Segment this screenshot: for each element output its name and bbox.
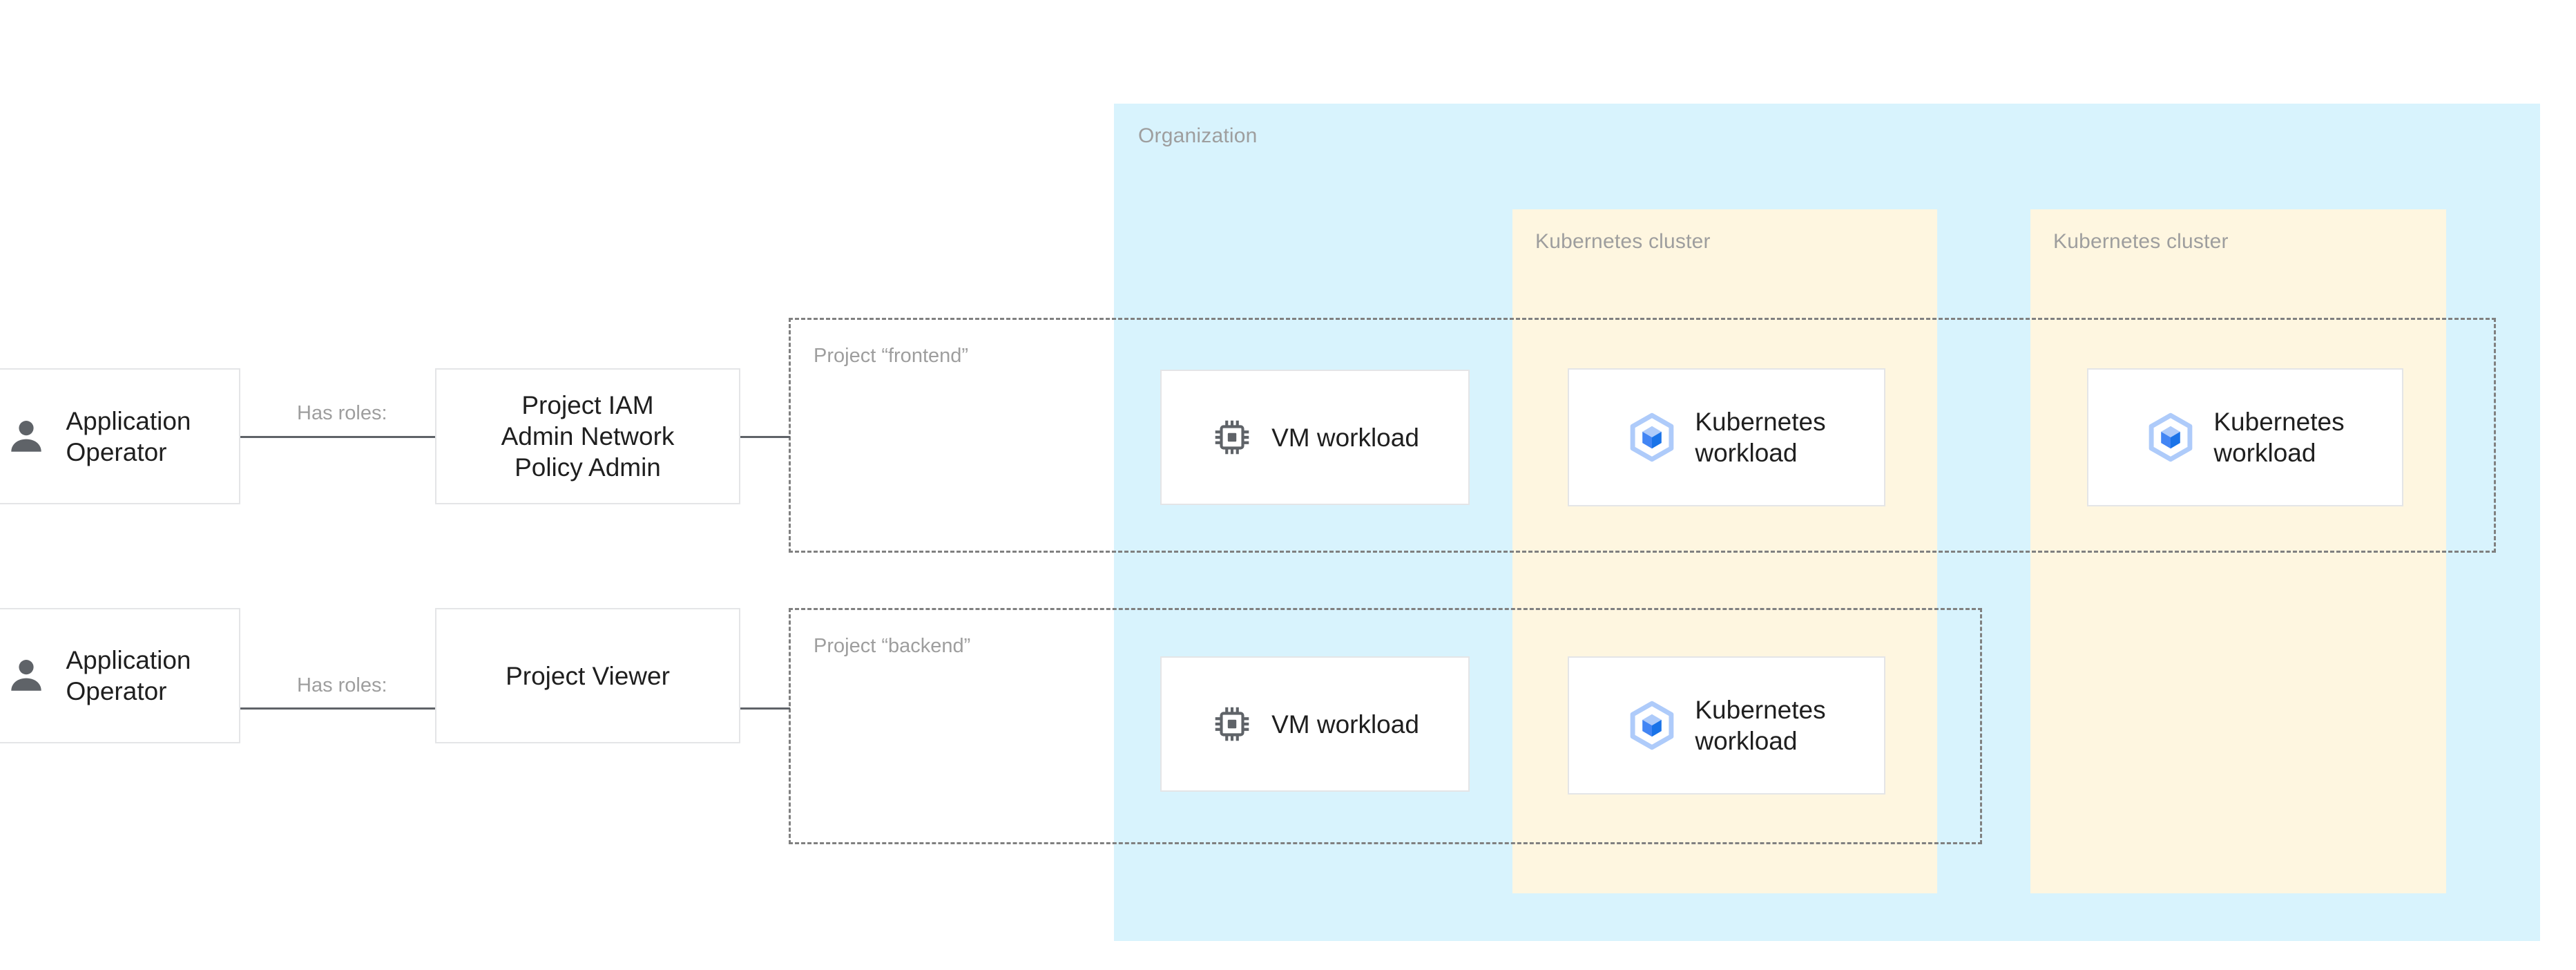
principal-card-application-operator-1[interactable]: Application Operator bbox=[0, 368, 240, 504]
kubernetes-icon bbox=[2146, 412, 2195, 462]
kubernetes-cluster-label-1: Kubernetes cluster bbox=[1535, 230, 1711, 253]
person-icon bbox=[5, 654, 48, 697]
person-icon bbox=[5, 415, 48, 458]
workload-label-kubernetes-frontend-a: Kubernetes workload bbox=[1695, 408, 1826, 467]
kubernetes-cluster-label-2: Kubernetes cluster bbox=[2053, 230, 2229, 253]
role-label-1: Project IAM Admin Network Policy Admin bbox=[501, 391, 675, 482]
principal-card-application-operator-2[interactable]: Application Operator bbox=[0, 608, 240, 743]
principal-label-1: Application Operator bbox=[66, 406, 191, 466]
workload-card-kubernetes-frontend-b[interactable]: Kubernetes workload bbox=[2087, 368, 2403, 506]
workload-card-kubernetes-backend[interactable]: Kubernetes workload bbox=[1568, 656, 1885, 795]
connector-label-has-roles-2: Has roles: bbox=[297, 674, 387, 696]
project-boundary-backend: Project “backend” bbox=[789, 608, 1982, 844]
role-card-project-viewer[interactable]: Project Viewer bbox=[435, 608, 740, 743]
connector-role-to-project-2 bbox=[740, 707, 790, 710]
cpu-icon bbox=[1211, 703, 1253, 745]
connector-person-to-role-1 bbox=[240, 436, 435, 438]
workload-label-vm-frontend: VM workload bbox=[1271, 423, 1419, 452]
project-label-backend: Project “backend” bbox=[814, 635, 971, 657]
workload-card-vm-frontend[interactable]: VM workload bbox=[1160, 370, 1470, 505]
connector-role-to-project-1 bbox=[740, 436, 790, 438]
role-card-project-iam-admin[interactable]: Project IAM Admin Network Policy Admin bbox=[435, 368, 740, 504]
organization-label: Organization bbox=[1138, 124, 1258, 147]
workload-card-vm-backend[interactable]: VM workload bbox=[1160, 656, 1470, 792]
project-label-frontend: Project “frontend” bbox=[814, 345, 969, 367]
role-label-2: Project Viewer bbox=[506, 661, 670, 690]
kubernetes-icon bbox=[1627, 412, 1677, 462]
connector-label-has-roles-1: Has roles: bbox=[297, 402, 387, 424]
workload-card-kubernetes-frontend-a[interactable]: Kubernetes workload bbox=[1568, 368, 1885, 506]
workload-label-kubernetes-backend: Kubernetes workload bbox=[1695, 696, 1826, 755]
workload-label-kubernetes-frontend-b: Kubernetes workload bbox=[2213, 408, 2345, 467]
project-boundary-frontend: Project “frontend” bbox=[789, 318, 2496, 553]
kubernetes-icon bbox=[1627, 701, 1677, 750]
connector-person-to-role-2 bbox=[240, 707, 435, 710]
principal-label-2: Application Operator bbox=[66, 646, 191, 705]
cpu-icon bbox=[1211, 416, 1253, 459]
workload-label-vm-backend: VM workload bbox=[1271, 710, 1419, 739]
